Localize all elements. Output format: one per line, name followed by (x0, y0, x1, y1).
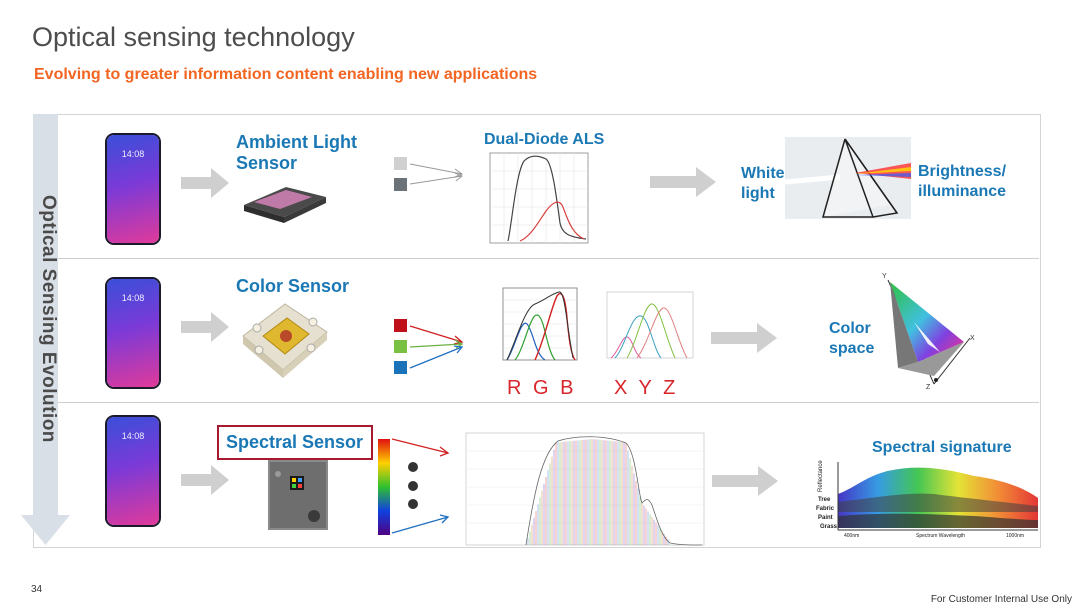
color-space-label: Color space (829, 320, 875, 357)
page-title: Optical sensing technology (32, 22, 355, 52)
x-axis-label: Spectrum Wavelength (916, 533, 965, 539)
rgb-response-chart (502, 287, 578, 361)
phone-time: 14:08 (121, 149, 145, 159)
spectral-sensor-label: Spectral Sensor (226, 432, 364, 452)
spectrum-bar (378, 439, 390, 535)
layer-label: Grass (820, 524, 838, 530)
spectral-input-arrows (391, 438, 450, 534)
x-axis-start: 400nm (844, 533, 859, 539)
phone-image: 14:08 (107, 279, 159, 387)
dark-swatch (394, 178, 407, 191)
ambient-light-sensor-label: Ambient Light Sensor (236, 132, 357, 173)
y-axis-label: Reflectance (818, 460, 824, 492)
layer-label: Paint (818, 515, 833, 521)
color-sensor-label: Color Sensor (236, 276, 350, 296)
gray-arrow (712, 466, 778, 496)
spectral-signature-label: Spectral signature (872, 439, 1012, 456)
dual-diode-chart (489, 152, 589, 244)
svg-text:Z: Z (926, 384, 931, 391)
blue-swatch (394, 361, 407, 374)
rgb-label: R G B (507, 377, 577, 399)
color-sensor-chip-image (242, 303, 328, 378)
row-divider (58, 258, 1039, 259)
layer-label: Tree (818, 497, 831, 503)
gray-arrow (181, 168, 229, 198)
red-swatch (394, 319, 407, 332)
dual-diode-als-title: Dual-Diode ALS (484, 131, 605, 148)
gray-arrow (650, 167, 716, 197)
prism-image (784, 137, 911, 219)
gray-arrow (181, 465, 229, 495)
green-swatch (394, 340, 407, 353)
gray-arrow (711, 323, 777, 353)
svg-text:Y: Y (882, 273, 887, 280)
ellipsis-dots (408, 462, 418, 509)
phone-image: 14:08 (107, 417, 159, 525)
als-chip-image (244, 187, 326, 223)
spectral-chip-image (268, 460, 328, 530)
input-arrows (409, 163, 464, 185)
xyz-response-chart (606, 291, 694, 359)
spectral-sensor-highlight (217, 425, 373, 460)
spectral-response-chart (465, 432, 705, 546)
phone-time: 14:08 (121, 293, 145, 303)
page-subtitle: Evolving to greater information content … (34, 66, 538, 83)
row-divider (58, 402, 1039, 403)
svg-text:X: X (970, 335, 975, 342)
spectral-signature-image: Reflectance Tree Fabric Paint Grass 400n… (816, 460, 1038, 539)
rgb-input-arrows (409, 325, 464, 369)
footer-notice: For Customer Internal Use Only (930, 594, 1072, 605)
white-light-label: White light (741, 165, 785, 202)
x-axis-end: 1000nm (1006, 533, 1024, 539)
layer-label: Fabric (816, 506, 835, 512)
brightness-label: Brightness/ illuminance (918, 163, 1007, 200)
page-number: 34 (31, 584, 43, 595)
xyz-label: X Y Z (614, 377, 679, 399)
phone-time: 14:08 (121, 431, 145, 441)
gray-arrow (181, 312, 229, 342)
light-swatch (394, 157, 407, 170)
evolution-label: Optical Sensing Evolution (38, 195, 59, 443)
phone-image: 14:08 (107, 135, 159, 243)
color-space-image: Y X Z (882, 273, 975, 391)
